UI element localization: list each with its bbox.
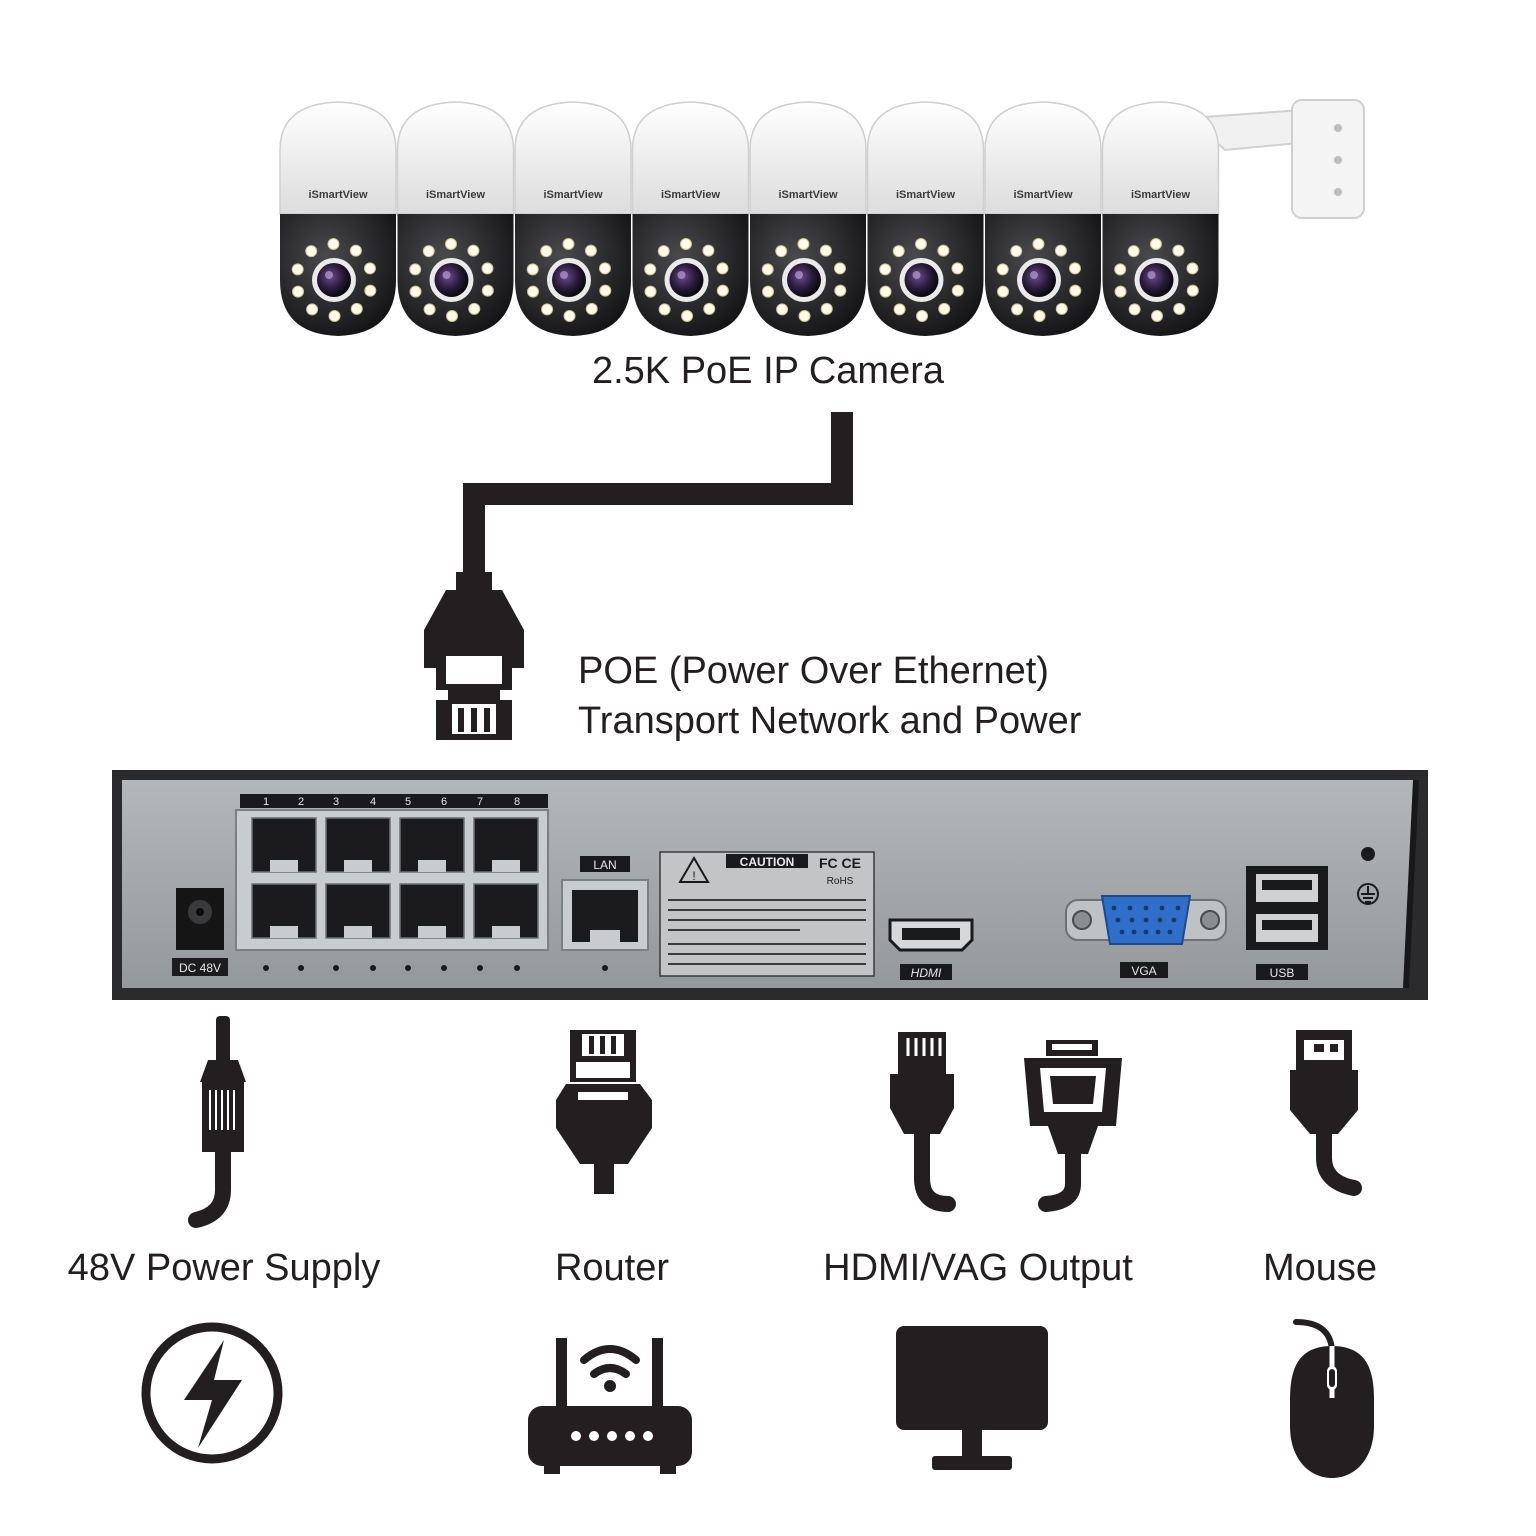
power-supply-label: 48V Power Supply [67, 1247, 381, 1289]
port-led [370, 965, 376, 971]
dc-power-jack: DC 48V [172, 888, 228, 976]
rj45-port [325, 817, 391, 873]
router-icon [528, 1338, 692, 1474]
poe-port-bank: 1 2 3 4 5 6 7 8 [235, 794, 549, 971]
usb-ports: USB [1246, 866, 1328, 980]
cert-marks: FC CE [819, 855, 861, 871]
rj45-port [251, 817, 317, 873]
port-led [333, 965, 339, 971]
nvr-rear-panel: DC 48V 1 2 3 4 5 6 7 8 LAN ! CAUTION FC CE [112, 770, 1428, 1000]
vga-port: VGA [1065, 895, 1227, 978]
caution-label: ! CAUTION FC CE RoHS [659, 851, 875, 977]
camera-unit: iSmartView [279, 101, 397, 336]
lightning-bolt-icon [141, 1322, 283, 1464]
ethernet-plug-icon [890, 1032, 956, 1212]
camera-brand: iSmartView [1013, 189, 1073, 201]
poe-cable [463, 412, 853, 572]
camera-unit: iSmartView [631, 101, 750, 336]
camera-brand: iSmartView [661, 189, 721, 201]
port-led [263, 965, 269, 971]
ground-screw [1361, 847, 1375, 861]
hdmi-vga-output-label: HDMI/VAG Output [823, 1247, 1133, 1289]
camera-brand: iSmartView [1131, 189, 1191, 201]
usb-label: USB [1270, 966, 1295, 980]
lan-label: LAN [593, 858, 616, 872]
port-number: 1 [263, 796, 269, 808]
port-number: 7 [477, 796, 483, 808]
vga-plug-icon [1024, 1040, 1122, 1212]
port-led [405, 965, 411, 971]
port-led [298, 965, 304, 971]
vga-label: VGA [1131, 964, 1156, 978]
rj45-port [473, 883, 539, 939]
hdmi-port: HDMI [888, 918, 974, 980]
rj45-connector-icon [424, 572, 524, 740]
poe-annotation: POE (Power Over Ethernet) Transport Netw… [578, 646, 1081, 746]
rj45-port [325, 883, 391, 939]
mouse-icon [1290, 1319, 1374, 1478]
camera-row: iSmartView iSmartView iSmartView iSmartView… [279, 99, 1365, 336]
router-rj45-plug-icon [556, 1030, 652, 1194]
camera-brand: iSmartView [896, 189, 956, 201]
port-number: 8 [514, 796, 520, 808]
camera-brand: iSmartView [543, 189, 603, 201]
rj45-port [399, 883, 465, 939]
camera-brand: iSmartView [426, 189, 486, 201]
monitor-icon [896, 1326, 1048, 1470]
mouse-label: Mouse [1262, 1247, 1378, 1289]
rj45-port [251, 883, 317, 939]
port-led [441, 965, 447, 971]
svg-text:!: ! [692, 869, 695, 883]
camera-brand: iSmartView [308, 189, 368, 201]
dc-barrel-plug-icon [188, 1016, 246, 1228]
dc-label: DC 48V [179, 961, 221, 975]
camera-unit: iSmartView [1101, 101, 1220, 336]
ground-symbol-icon [1357, 883, 1379, 905]
port-number: 3 [333, 796, 339, 808]
rohs-mark: RoHS [827, 876, 854, 887]
camera-caption: 2.5K PoE IP Camera [592, 350, 945, 392]
port-led [477, 965, 483, 971]
port-number: 6 [441, 796, 447, 808]
camera-unit: iSmartView [984, 101, 1102, 336]
caution-title: CAUTION [740, 855, 795, 869]
camera-unit: iSmartView [396, 101, 515, 336]
poe-annotation-line2: Transport Network and Power [578, 700, 1082, 742]
hdmi-label: HDMI [911, 966, 942, 980]
camera-unit: iSmartView [749, 101, 867, 336]
port-number: 5 [405, 796, 411, 808]
poe-annotation-line1: POE (Power Over Ethernet) [578, 650, 1049, 692]
port-number: 2 [298, 796, 304, 808]
router-label: Router [554, 1247, 670, 1289]
port-number: 4 [370, 796, 376, 808]
camera-brand: iSmartView [778, 189, 838, 201]
rj45-port [399, 817, 465, 873]
camera-unit: iSmartView [514, 101, 632, 336]
wall-mount-bracket [1187, 99, 1365, 219]
rj45-port [473, 817, 539, 873]
lan-port: LAN [561, 856, 649, 971]
port-led [514, 965, 520, 971]
camera-unit: iSmartView [866, 101, 985, 336]
usb-plug-icon [1290, 1030, 1362, 1196]
